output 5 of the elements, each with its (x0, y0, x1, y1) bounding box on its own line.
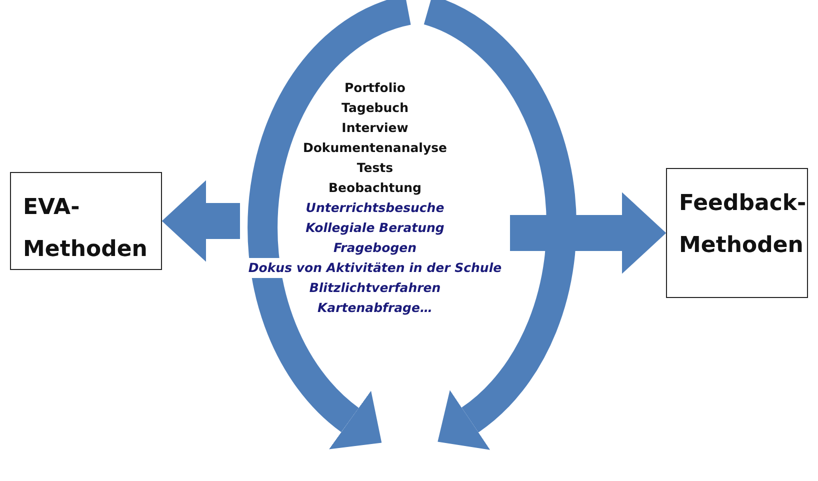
list-item: Dokus von Aktivitäten in der Schule (246, 258, 504, 278)
method-box: Feedback- Methoden (666, 168, 808, 298)
method-box: EVA- Methoden (10, 172, 162, 270)
arrow (510, 192, 666, 274)
arrow (162, 180, 240, 262)
